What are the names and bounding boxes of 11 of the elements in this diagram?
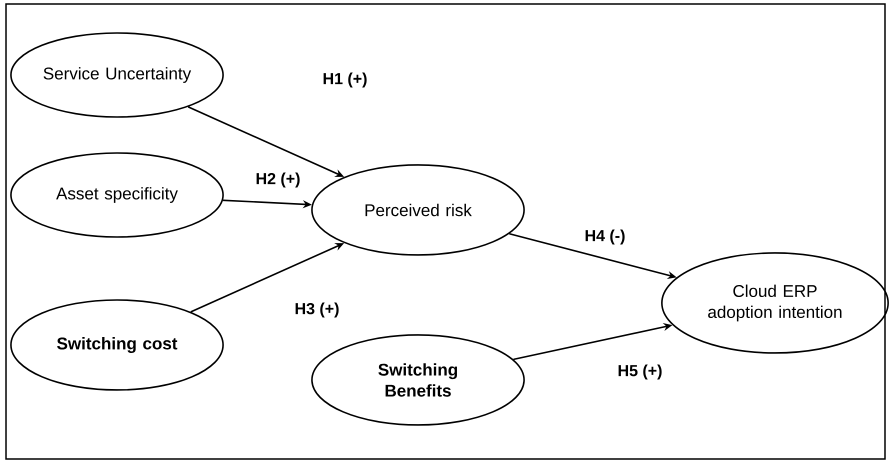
edge-label: H2 (+)	[254, 172, 302, 188]
ellipse-node: Switching Benefits	[311, 334, 525, 426]
edge-label: H3 (+)	[294, 302, 340, 318]
edge-label: H4 (-)	[584, 228, 626, 246]
ellipse-node: Cloud ERP adoption intention	[661, 252, 889, 354]
edge-label: H1 (+)	[322, 72, 368, 88]
ellipse-node: Perceived risk	[311, 164, 525, 256]
ellipse-node: Switching cost	[10, 299, 224, 391]
edge-label: H5 (+)	[616, 364, 664, 380]
ellipse-node: Asset specificity	[10, 152, 224, 238]
ellipse-node: Service Uncertainty	[10, 32, 224, 118]
